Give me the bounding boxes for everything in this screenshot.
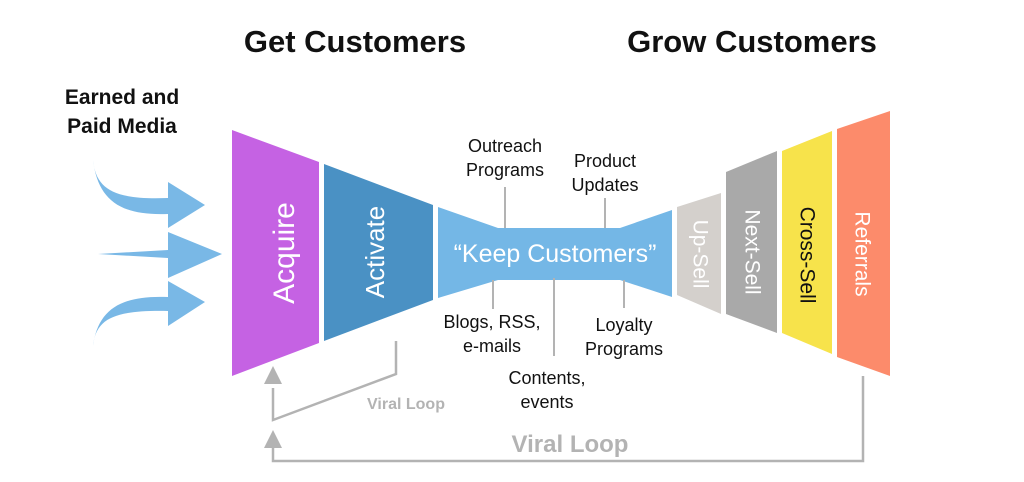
stage-label-activate: Activate	[360, 206, 390, 299]
stage-cross-sell	[782, 131, 832, 354]
stage-label-next-sell: Next-Sell	[740, 209, 763, 294]
incoming-arrows	[93, 160, 222, 346]
stage-up-sell	[677, 193, 721, 314]
stage-label-cross-sell: Cross-Sell	[795, 207, 818, 304]
media-label-line1: Earned and	[65, 86, 179, 109]
stage-label-up-sell: Up-Sell	[688, 220, 711, 289]
note-blogs-line2: e-mails	[463, 336, 521, 356]
note-outreach-line1: Outreach	[468, 136, 542, 156]
note-product-line1: Product	[574, 151, 636, 171]
note-product-line2: Updates	[571, 175, 638, 195]
note-outreach-line2: Programs	[466, 160, 544, 180]
curved-arrow-top-icon	[93, 160, 205, 228]
note-loyalty-line2: Programs	[585, 339, 663, 359]
note-loyalty-line1: Loyalty	[595, 315, 652, 335]
outer-viral-loop-label: Viral Loop	[512, 431, 629, 458]
note-blogs-line1: Blogs, RSS,	[443, 312, 540, 332]
media-label-line2: Paid Media	[67, 115, 177, 138]
inner-viral-loop-line	[271, 341, 398, 422]
note-contents-line2: events	[520, 392, 573, 412]
stage-label-referrals: Referrals	[850, 211, 873, 296]
stage-acquire	[232, 130, 319, 376]
header-grow-customers: Grow Customers	[627, 24, 877, 59]
note-contents-line1: Contents,	[508, 368, 585, 388]
header-get-customers: Get Customers	[244, 24, 466, 59]
stage-label-keep-customers: “Keep Customers”	[454, 240, 657, 268]
curved-arrow-bottom-icon	[93, 281, 205, 346]
stage-activate	[324, 164, 433, 341]
stage-referrals	[837, 111, 890, 376]
straight-arrow-middle-icon	[98, 232, 222, 278]
stage-next-sell	[726, 151, 777, 333]
stage-keep-customers	[438, 207, 672, 298]
inner-viral-loop-label: Viral Loop	[367, 396, 445, 413]
outer-viral-loop-line	[271, 376, 865, 463]
note-connectors	[492, 187, 625, 356]
outer-loop-arrowhead-icon	[264, 430, 282, 448]
viral-loop-lines	[271, 341, 865, 463]
stage-label-acquire: Acquire	[268, 202, 301, 304]
inner-loop-arrowhead-icon	[264, 366, 282, 384]
